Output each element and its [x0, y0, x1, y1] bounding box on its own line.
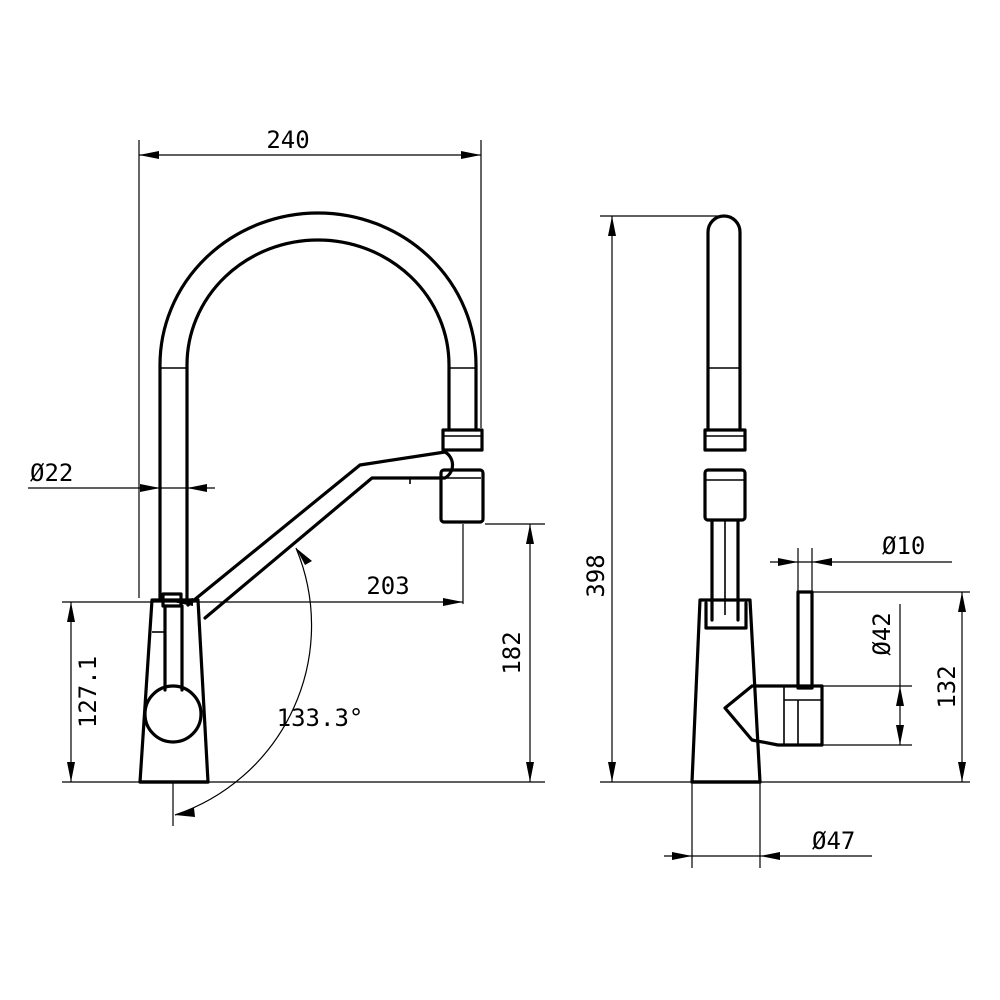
dim-398-arrow-top: [608, 216, 616, 236]
dim-240-label: 240: [266, 126, 309, 154]
side-view: 398 Ø10 Ø42 132 Ø47: [582, 214, 970, 868]
angle-arrow-top: [296, 548, 312, 565]
angle-label: 133.3°: [277, 704, 364, 732]
dim-42-arrow-bottom: [896, 725, 904, 745]
spout-inner-outline: [185, 238, 451, 600]
dim-203-arrow-left: [173, 598, 193, 606]
dim-203-label: 203: [366, 572, 409, 600]
body-collar: [161, 592, 183, 608]
lever-knob: [143, 684, 203, 744]
dim-182-arrow-bottom: [526, 762, 534, 782]
side-lever-handle: [796, 590, 814, 690]
dim-22-arrow-right: [187, 484, 207, 492]
dim-22-arrow-left: [140, 484, 160, 492]
faucet-body: [138, 598, 210, 784]
side-hose-collar: [704, 601, 748, 630]
dim-42-label: Ø42: [868, 612, 896, 655]
side-lever-cartridge: [723, 684, 824, 747]
dim-47-arrow-left: [672, 852, 692, 860]
dim-10-arrow-left: [778, 558, 798, 566]
dim-398-label: 398: [582, 554, 610, 597]
dim-47-arrow-right: [760, 852, 780, 860]
dim-127-arrow-bottom: [67, 762, 75, 782]
lower-spout-arm: [186, 450, 455, 620]
side-lever-cartridge-inner: [783, 686, 822, 745]
dim-42-arrow-top: [896, 686, 904, 706]
dim-240-arrow-left: [139, 151, 159, 159]
dim-22-label: Ø22: [30, 459, 73, 487]
dim-240-arrow-right: [461, 151, 481, 159]
dim-127-label: 127.1: [74, 656, 102, 728]
dim-132-arrow-top: [958, 592, 966, 612]
dim-47-label: Ø47: [812, 827, 855, 855]
angle-arc: [174, 547, 313, 816]
spray-head-nozzle: [439, 468, 485, 524]
angle-arrow-bottom: [175, 808, 195, 817]
spray-head-collar: [441, 428, 484, 452]
spout-outer-outline: [158, 211, 478, 600]
dim-132-label: 132: [933, 665, 961, 708]
side-spray-body: [703, 468, 747, 522]
dim-127-arrow-top: [67, 602, 75, 622]
side-spray-collar: [703, 428, 747, 452]
dim-132-arrow-bottom: [958, 762, 966, 782]
dim-182-label: 182: [498, 631, 526, 674]
dim-10-arrow-right: [812, 558, 832, 566]
front-view: 240 Ø22 203 127.1 182 133.3°: [28, 126, 545, 826]
dim-10-label: Ø10: [882, 532, 925, 560]
dim-203-arrow-right: [443, 598, 463, 606]
side-spout-outline: [706, 214, 742, 432]
dim-398-arrow-bottom: [608, 762, 616, 782]
dim-182-arrow-top: [526, 524, 534, 544]
